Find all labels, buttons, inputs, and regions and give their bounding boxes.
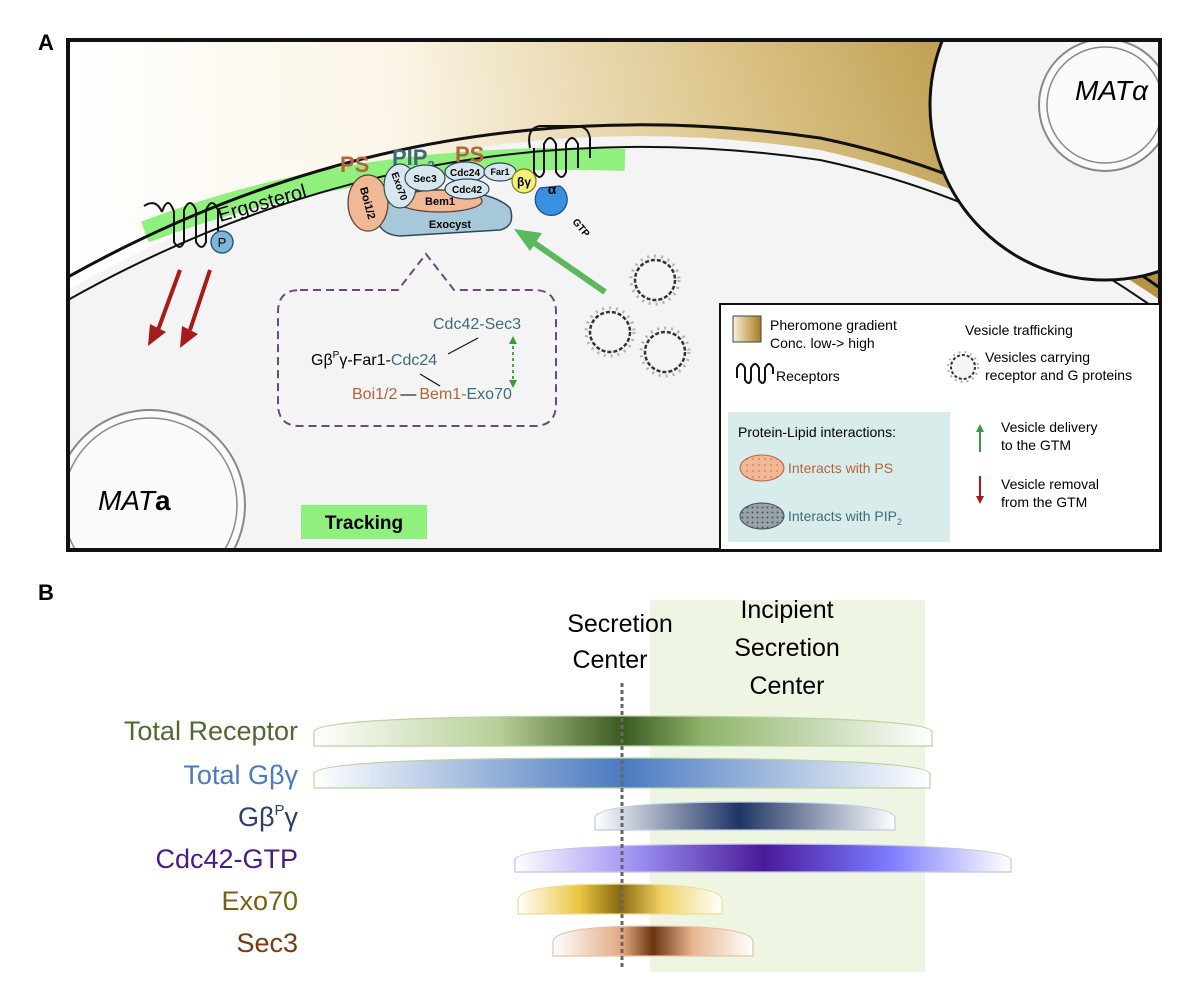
- sec3-label: Sec3: [413, 174, 437, 185]
- vesicle-icon: [639, 326, 691, 378]
- incipient-line2: Secretion: [734, 634, 840, 662]
- receptor-right: [528, 125, 591, 178]
- row-label-cdc42-gtp: Cdc42-GTP: [155, 844, 298, 874]
- row-label-sec3: Sec3: [236, 928, 298, 958]
- protein-complex: Exocyst Bem1 Boi1/2 Exo70 Sec3 Cdc24 Far…: [347, 161, 592, 240]
- legend-vesicles-line1: Vesicles carrying: [985, 349, 1090, 365]
- mat-a-label: MATa: [98, 485, 171, 516]
- ps-left-label: PS: [340, 152, 369, 177]
- incipient-line1: Incipient: [740, 596, 833, 624]
- legend: Pheromone gradient Conc. low-> high Rece…: [719, 303, 1161, 551]
- cdc24-label: Cdc24: [450, 168, 480, 179]
- legend-removal-line2: from the GTM: [1001, 494, 1087, 510]
- panel-a-label: A: [38, 30, 54, 55]
- callout-boi-bem1-exo70: Boi1/2—Bem1-Exo70: [352, 386, 512, 403]
- incipient-line3: Center: [749, 672, 824, 700]
- legend-delivery-line2: to the GTM: [1001, 437, 1071, 453]
- mat-alpha-nucleus: [1038, 40, 1160, 172]
- tracking-box: [301, 505, 427, 539]
- legend-gradient-swatch: [732, 315, 762, 343]
- bar-exo70: [517, 883, 723, 915]
- legend-vesicle-title: Vesicle trafficking: [965, 322, 1073, 338]
- legend-ps-interact: Interacts with PS: [788, 460, 893, 476]
- vesicles-group: [584, 254, 691, 378]
- legend-pli-title: Protein-Lipid interactions:: [738, 424, 896, 440]
- row-label-total-receptor: Total Receptor: [124, 716, 298, 746]
- legend-pip-swatch: [739, 502, 785, 530]
- legend-pip-interact: Interacts with PIP2: [788, 508, 902, 527]
- legend-receptor-icon: [736, 363, 774, 384]
- cdc42-label: Cdc42: [452, 185, 482, 196]
- callout-cdc42-sec3: Cdc42-Sec3: [433, 316, 521, 333]
- bar-sec3: [552, 925, 754, 957]
- boi-shape: [347, 174, 389, 232]
- row-label-gbpg: GβPγ: [238, 802, 299, 832]
- callout-box: [277, 252, 557, 427]
- vesicle-removal-arrows: [148, 269, 212, 348]
- row-label-total-gbg: Total Gβγ: [183, 760, 298, 790]
- bar-total-gbg: [313, 757, 931, 789]
- legend-gradient-line2: Conc. low-> high: [770, 335, 875, 351]
- legend-removal-line1: Vesicle removal: [1001, 476, 1099, 492]
- far1-label: Far1: [490, 167, 509, 177]
- betagamma-shape: [511, 168, 537, 194]
- bem1-label: Bem1: [425, 196, 455, 208]
- legend-receptors: Receptors: [776, 368, 840, 384]
- secretion-center-line1: Secretion: [567, 610, 673, 638]
- panel-b-label: B: [38, 580, 54, 605]
- callout-gbpg-far1-cdc24: GβPγ-Far1-Cdc24: [311, 350, 437, 369]
- vesicle-icon: [584, 306, 636, 358]
- mat-alpha-label: MATα: [1075, 75, 1149, 106]
- tracking-label: Tracking: [325, 513, 403, 534]
- phosphate-p-label: P: [218, 235, 227, 250]
- vesicle-delivery-arrow: [528, 237, 607, 295]
- alpha-shape: [534, 185, 568, 216]
- alpha-label: α: [548, 181, 557, 197]
- panel-a-frame: [66, 38, 1162, 552]
- vesicle-icon: [629, 254, 681, 306]
- legend-gradient-line1: Pheromone gradient: [770, 317, 897, 333]
- legend-vesicles-line2: receptor and G proteins: [985, 367, 1132, 383]
- bar-total-receptor: [313, 715, 933, 747]
- exocyst-label: Exocyst: [429, 219, 472, 231]
- bar-cdc42-gtp: [514, 843, 1012, 873]
- legend-ps-swatch: [739, 454, 785, 482]
- secretion-center-line2: Center: [572, 646, 647, 674]
- legend-delivery-line1: Vesicle delivery: [1001, 419, 1098, 435]
- sec3-shape: [404, 164, 446, 192]
- vesicle-icon: [947, 351, 979, 383]
- mat-a-nucleus: [68, 409, 246, 550]
- row-label-exo70: Exo70: [221, 886, 298, 916]
- receptor-left: [143, 202, 219, 248]
- bar-gbpg: [594, 801, 896, 831]
- betagamma-label: βγ: [517, 175, 531, 189]
- cdc42-shape: [444, 178, 490, 200]
- phosphate-p-circle: [210, 230, 234, 254]
